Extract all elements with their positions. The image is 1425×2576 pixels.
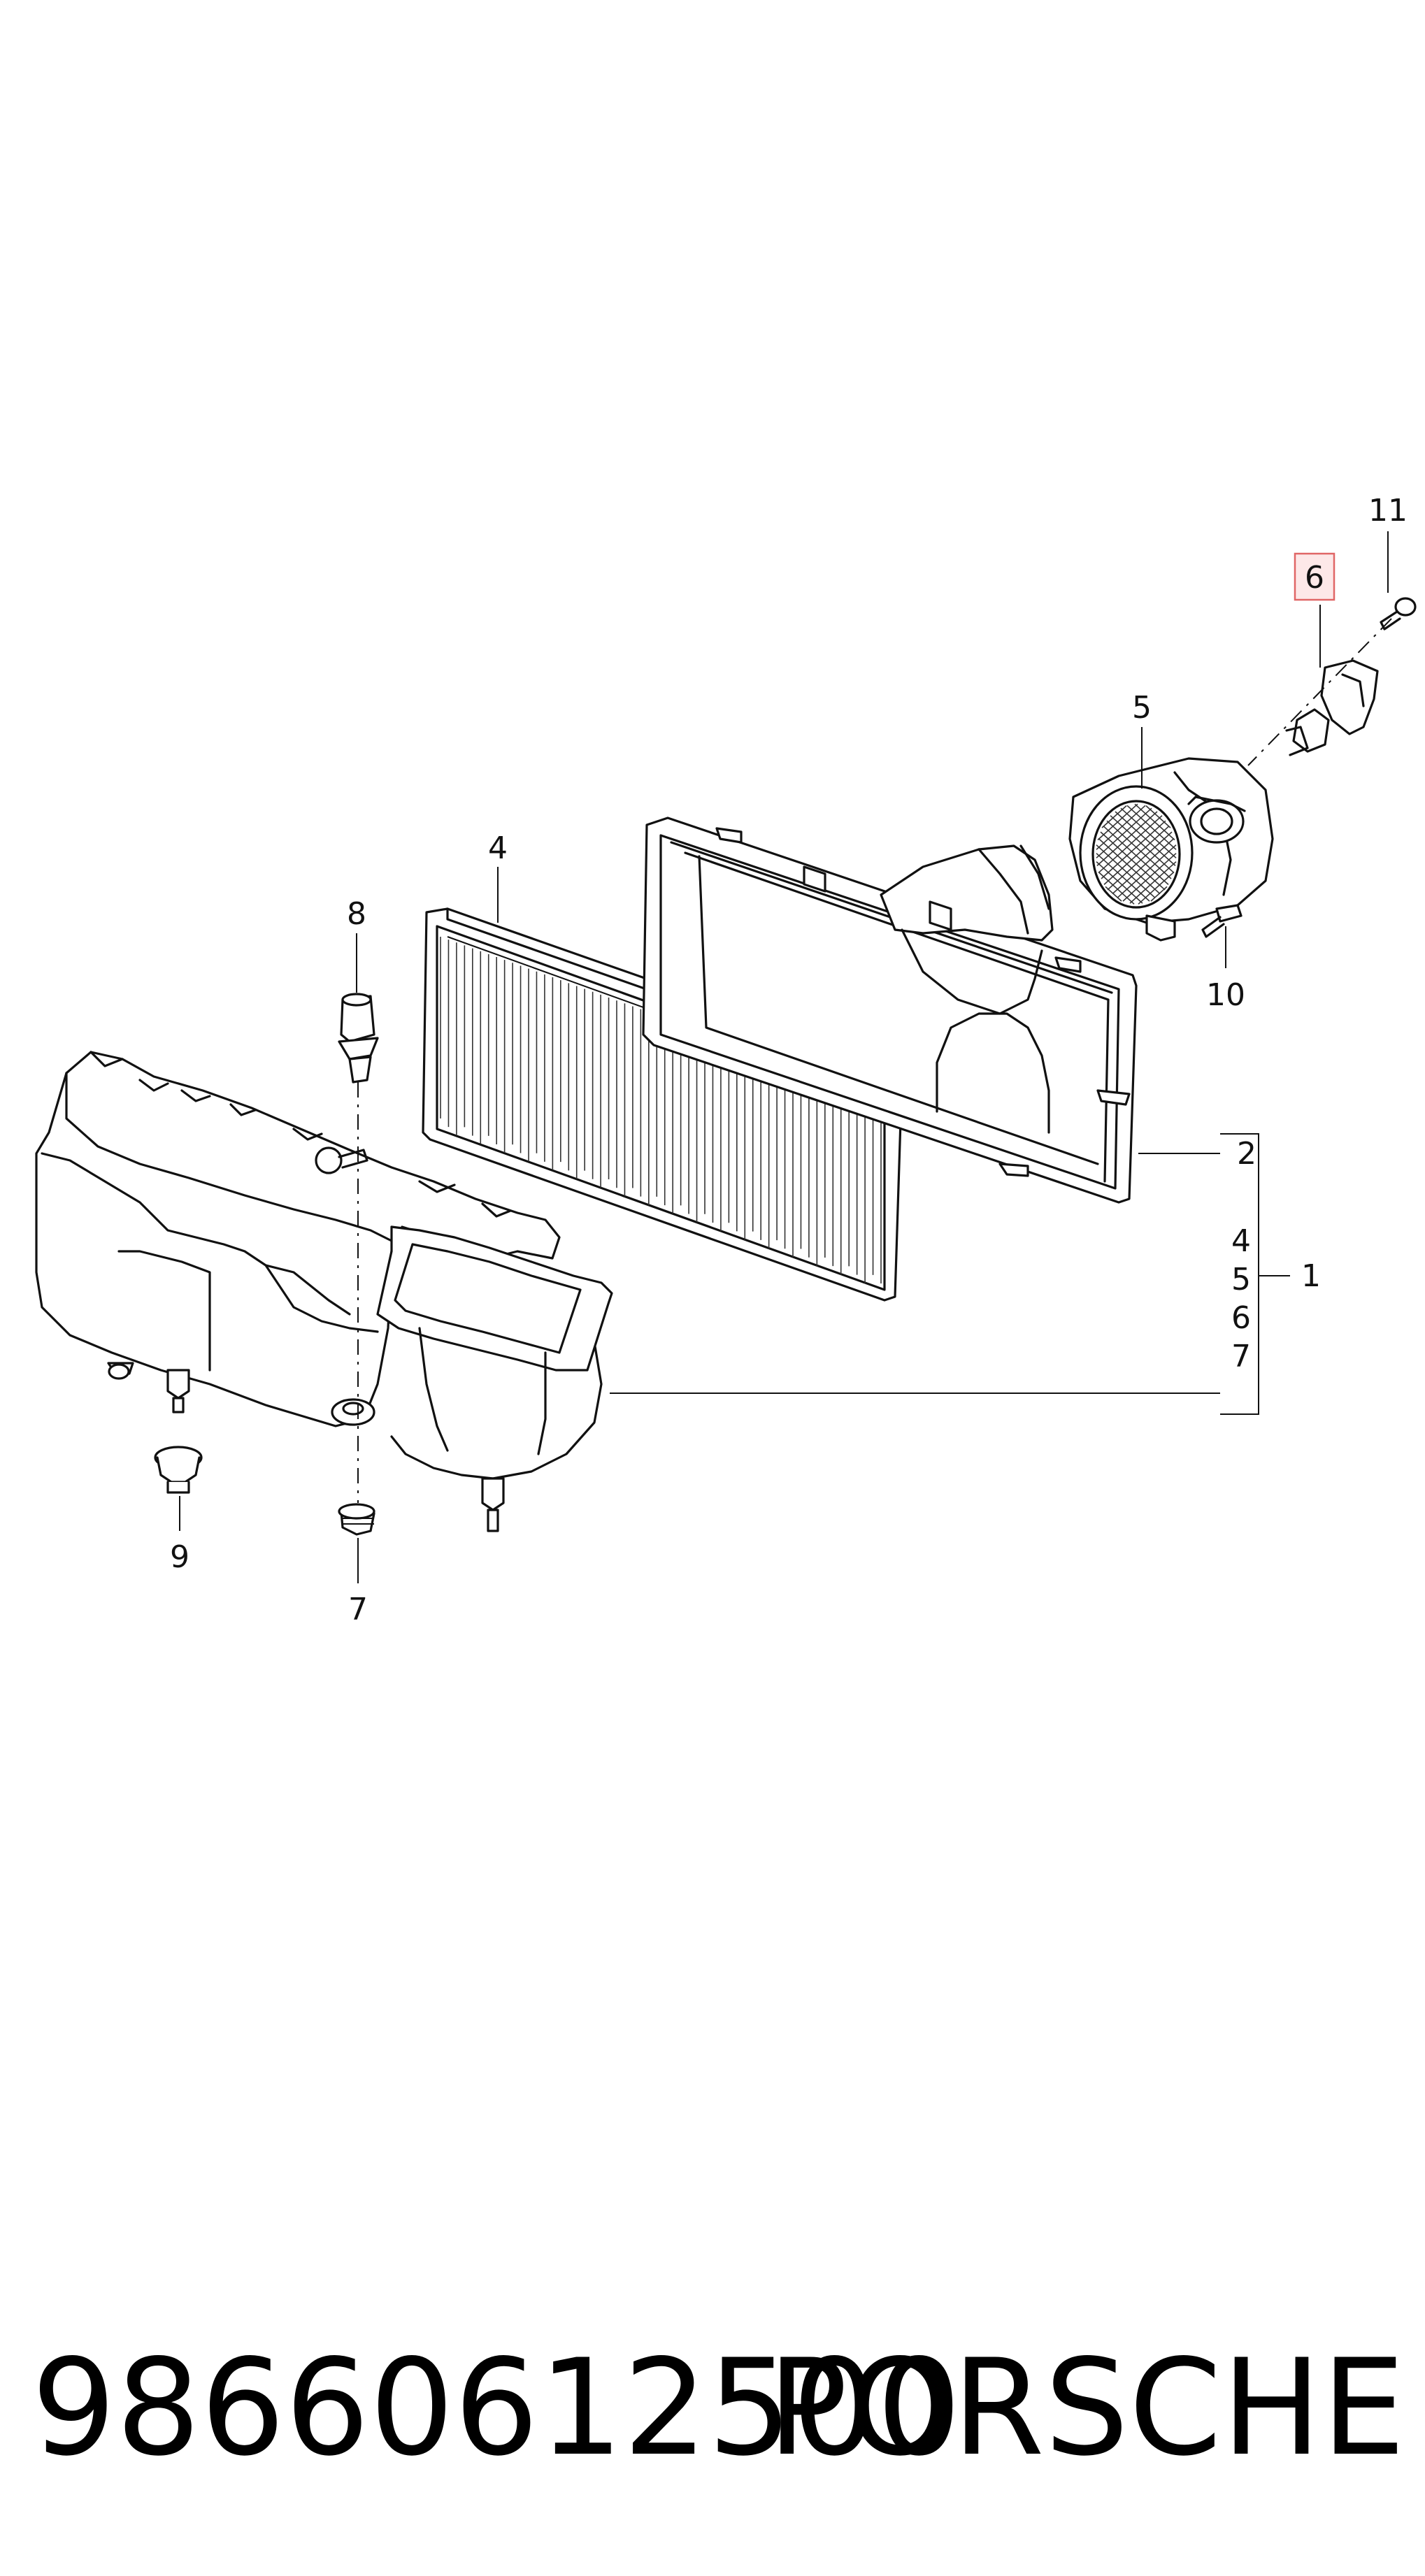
sensor-mesh — [1096, 803, 1177, 905]
callout-1[interactable]: 1 — [1301, 1258, 1321, 1294]
screw-11 — [1380, 597, 1417, 631]
highlight-box-part-6 — [1294, 552, 1336, 601]
screw-10 — [1201, 904, 1243, 938]
mesh-line — [1101, 820, 1166, 879]
callout-4[interactable]: 4 — [488, 830, 508, 866]
group-item-7[interactable]: 7 — [1231, 1339, 1251, 1374]
mesh-line — [1138, 871, 1175, 905]
group-item-6[interactable]: 6 — [1231, 1300, 1251, 1336]
callout-6-highlighted[interactable]: 6 — [1305, 560, 1324, 596]
callout-11[interactable]: 11 — [1368, 493, 1408, 528]
mesh-line — [1096, 807, 1152, 858]
callout-10[interactable]: 10 — [1206, 977, 1245, 1013]
grommet-7 — [338, 1503, 375, 1536]
grommet-9 — [154, 1446, 203, 1494]
clip-8 — [338, 993, 379, 1084]
callout-9[interactable]: 9 — [170, 1539, 189, 1575]
mesh-line — [1150, 886, 1168, 902]
group-item-5[interactable]: 5 — [1231, 1262, 1251, 1297]
mesh-line — [1103, 826, 1170, 885]
callout-7[interactable]: 7 — [348, 1592, 368, 1627]
group-item-4[interactable]: 4 — [1231, 1223, 1251, 1259]
mesh-line — [1126, 805, 1177, 850]
callout-labels: 11 5 4 8 10 2 1 4 5 6 7 9 7 6 — [170, 493, 1408, 1627]
mass-air-flow-sensor — [1068, 757, 1274, 942]
callout-8[interactable]: 8 — [347, 896, 366, 932]
sensor-element — [1285, 659, 1379, 756]
leader-lines — [179, 531, 1389, 1583]
mesh-line — [1105, 886, 1122, 902]
callout-2[interactable]: 2 — [1237, 1136, 1256, 1172]
mesh-line — [1098, 815, 1163, 873]
air-box-upper-housing — [642, 816, 1138, 1204]
mesh-line — [1096, 861, 1143, 904]
air-box-lower-housing — [35, 1051, 613, 1532]
mesh-line — [1106, 820, 1172, 879]
mesh-line — [1098, 837, 1161, 895]
mesh-line — [1100, 831, 1166, 891]
mesh-line — [1129, 861, 1177, 904]
footer: 98660612500 PORSCHE — [31, 2331, 1405, 2485]
mesh-line — [1096, 805, 1146, 850]
brand-name: PORSCHE — [768, 2331, 1405, 2485]
mesh-line — [1120, 807, 1177, 858]
part-number: 98660612500 — [31, 2331, 961, 2485]
assembly-lines — [357, 618, 1392, 1503]
mesh-line — [1107, 831, 1173, 891]
mesh-line — [1110, 815, 1174, 873]
mesh-line — [1098, 871, 1135, 905]
callout-5[interactable]: 5 — [1132, 690, 1152, 726]
mesh-line — [1112, 837, 1175, 895]
filter-pleats — [440, 937, 882, 1283]
